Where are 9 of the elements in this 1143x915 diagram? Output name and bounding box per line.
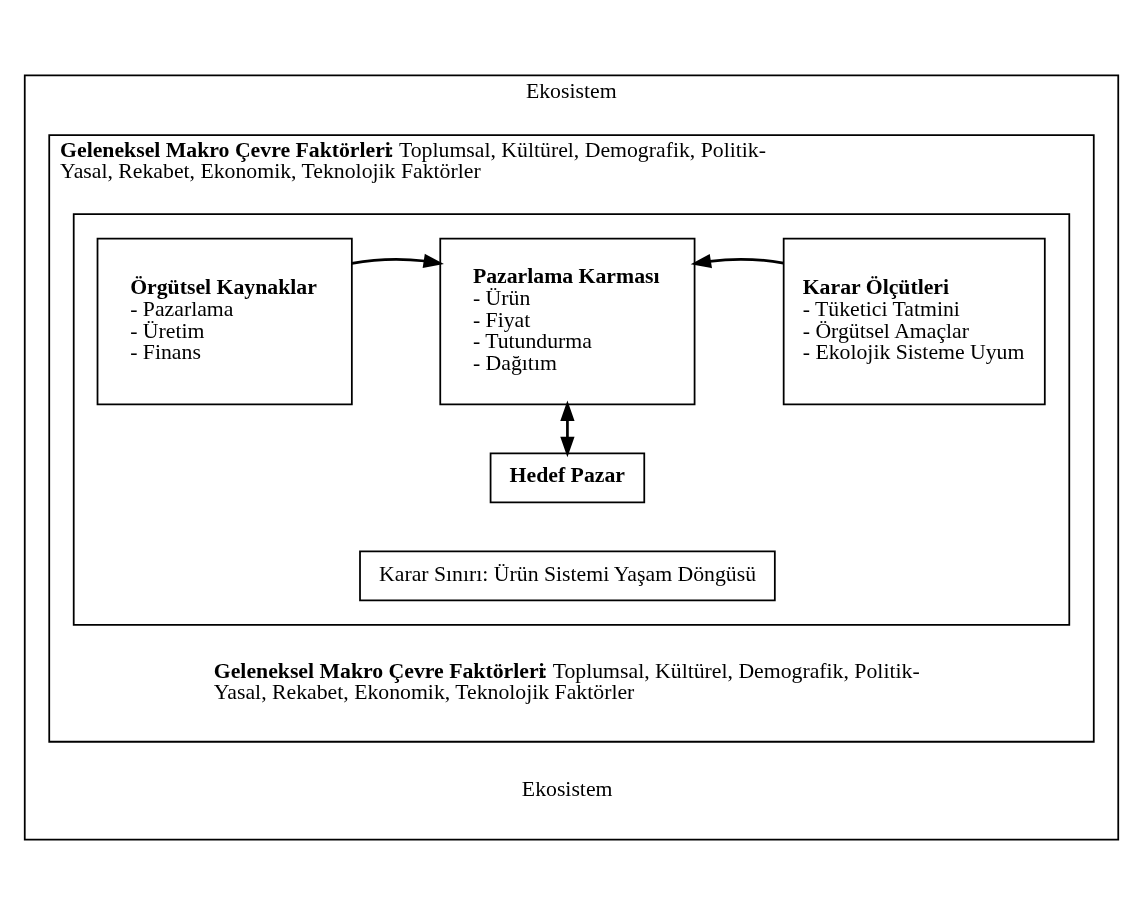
arrow: [690, 254, 784, 269]
cluster: [72, 213, 1071, 626]
arrow: [351, 253, 444, 268]
node-box: Karar Sınırı: Ürün Sistemi Yaşam Döngüsü: [359, 550, 776, 602]
node-box: Hedef Pazar: [489, 452, 646, 504]
node-box: Karar Ölçütleri - Tüketici Tatmini - Örgütsel Amaçlar - Ekolojik Sisteme Uyum: [782, 237, 1046, 406]
node-box: Örgütsel Kaynaklar - Pazarlama - Üretim - Finans: [96, 237, 353, 406]
node-box: Pazarlama Karması - Ürün - Fiyat - Tutundurma - Dağıtım: [439, 237, 696, 406]
arrow: [560, 400, 575, 458]
